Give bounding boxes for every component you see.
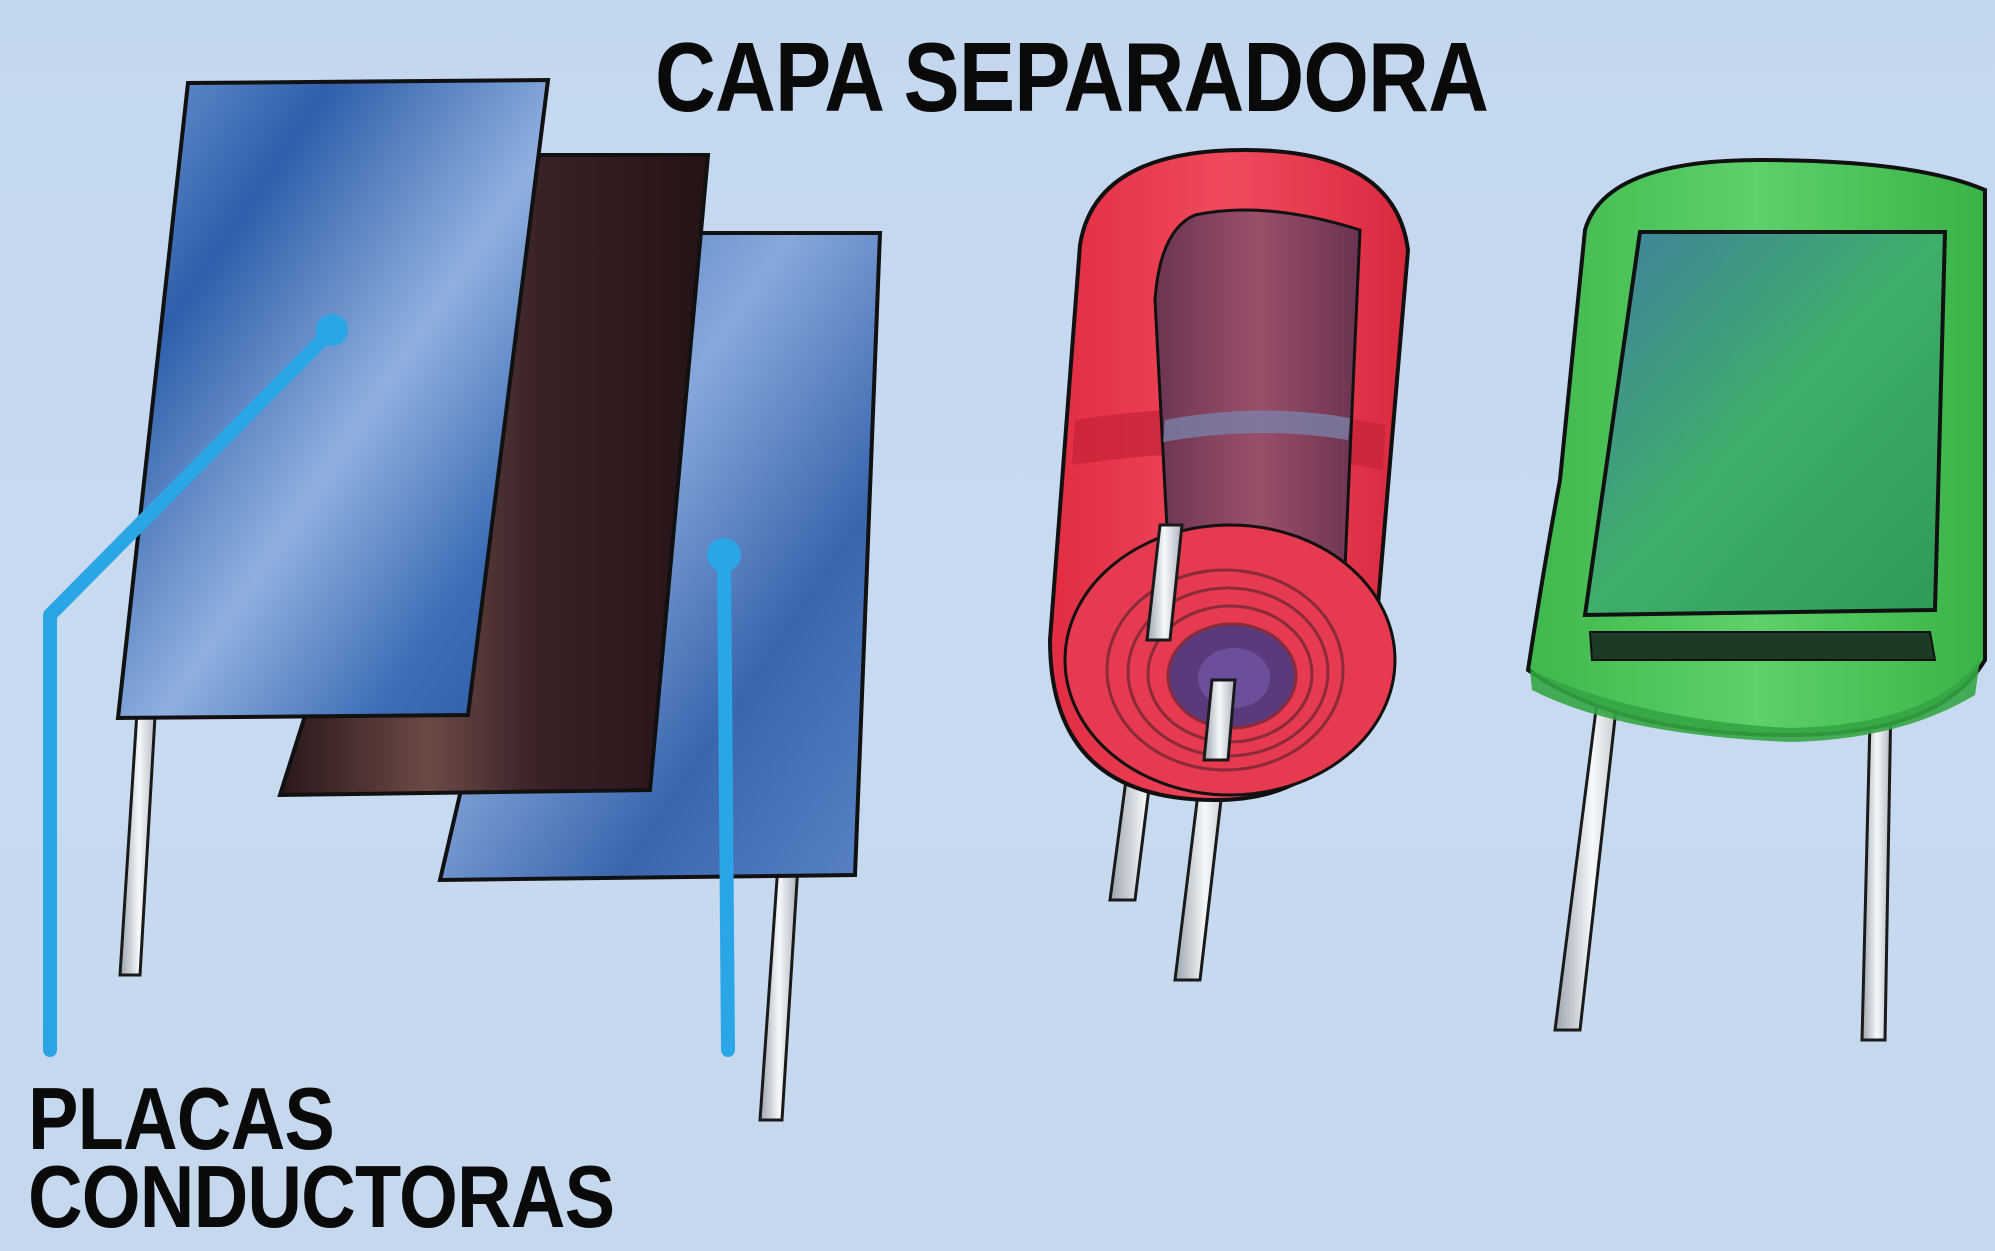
rolled-cylinder-capacitor [1047,147,1411,982]
box-plate-edge [1588,631,1937,661]
boxed-plate-capacitor [1525,157,1987,1042]
box-inner-plate [1582,230,1948,618]
box-casing-bottom [1530,660,1980,742]
pointer-dot-rear-plate [707,538,741,572]
pointer-dot-front-plate [316,314,348,346]
cylinder-lead-left-top [1145,523,1184,642]
cylinder-inner-band [1163,410,1350,442]
exploded-plate-capacitor [43,77,883,1122]
cylinder-lead-right-top [1202,678,1237,762]
conductive-plates-label-line1: PLACAS [28,1069,335,1168]
pointer-line-front-plate [43,323,339,1057]
separator-layer-label: CAPA SEPARADORA [655,22,1489,132]
conductive-plates-label: PLACAS CONDUCTORAS [28,1069,615,1246]
rear-plate-lead [758,863,800,1122]
pointer-line-rear-plate [717,548,735,1057]
conductive-plates-label-line2: CONDUCTORAS [28,1147,615,1246]
front-conductive-plate [115,77,551,721]
spiral-ring-1 [1105,568,1345,772]
